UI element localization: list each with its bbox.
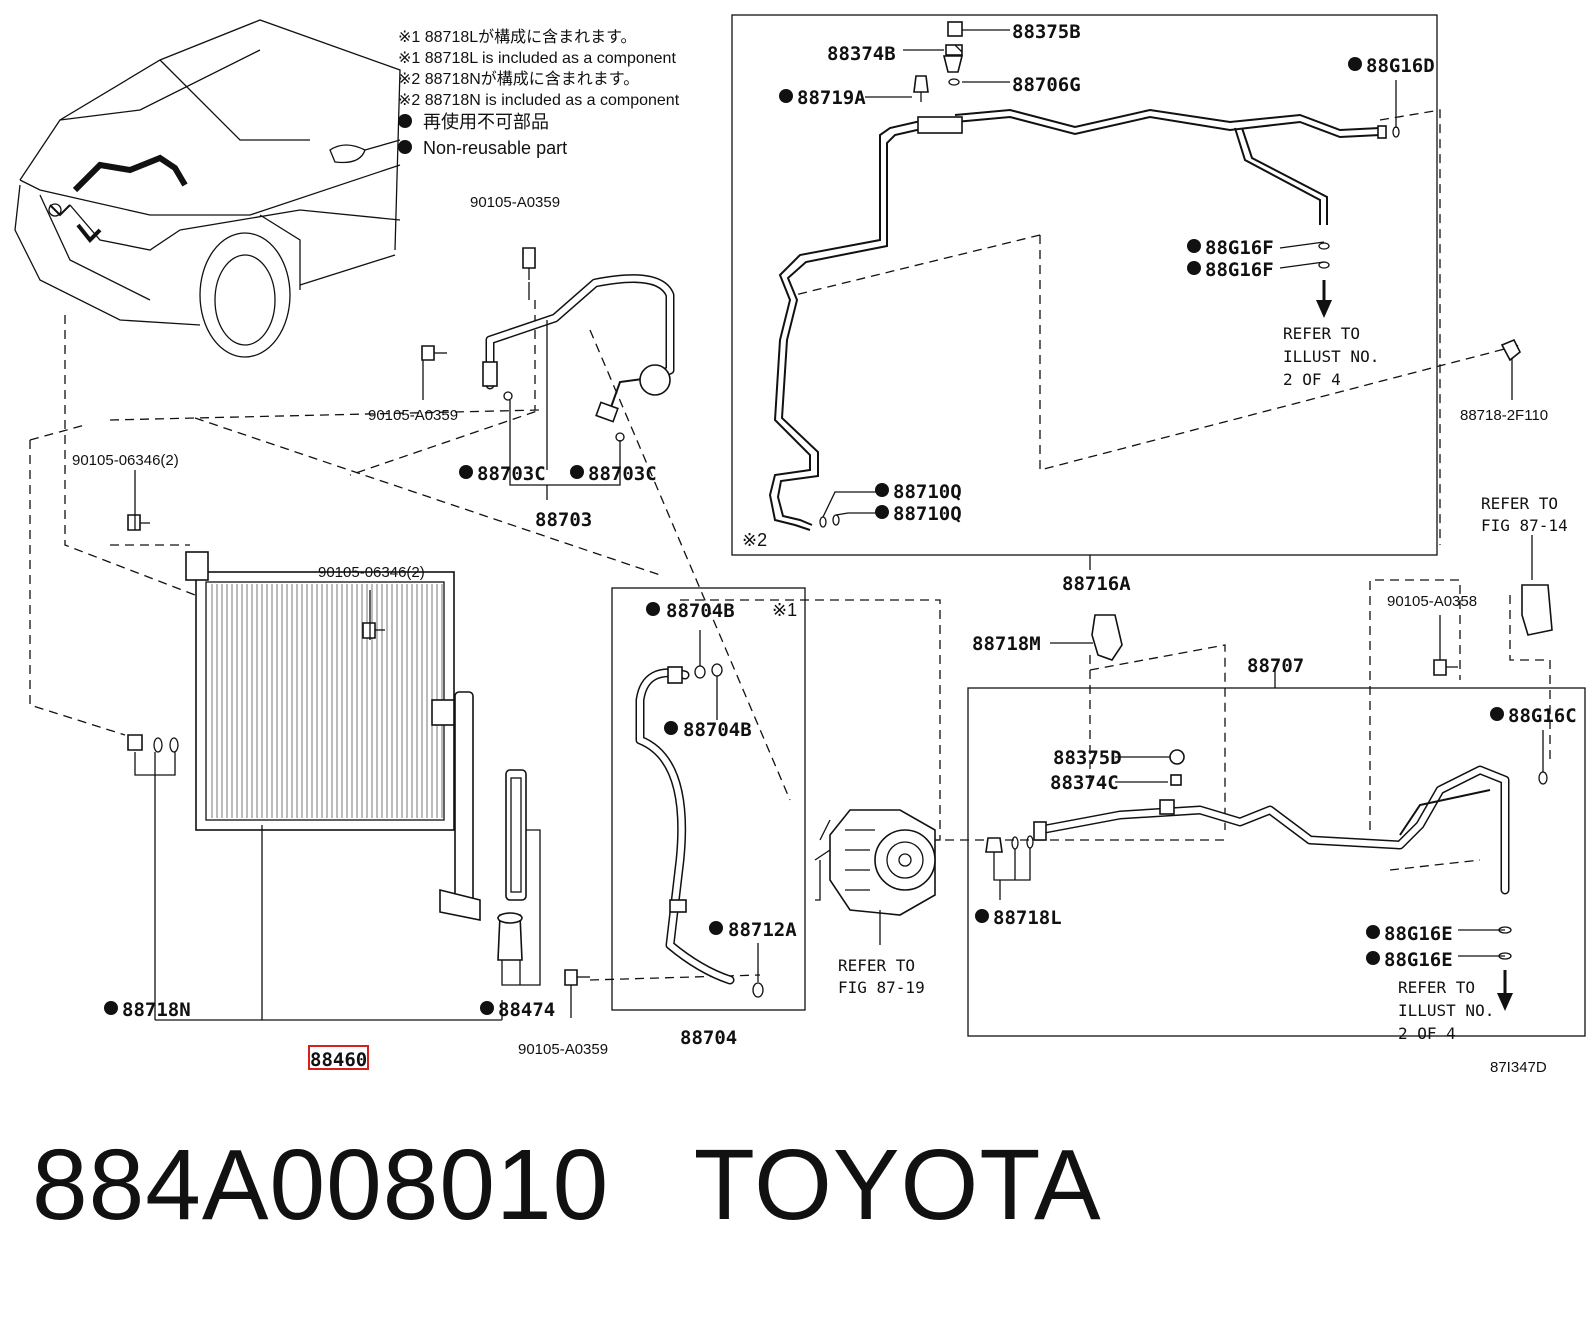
label-90105-A0358: 90105-A0358 — [1387, 593, 1477, 610]
label-88718M: 88718M — [972, 633, 1041, 655]
note-nonreusable-en: Non-reusable part — [423, 138, 567, 158]
brand-name: TOYOTA — [693, 1129, 1102, 1241]
connector-fig-87-14 — [1521, 584, 1553, 636]
label-88719A: 88719A — [797, 87, 866, 109]
part-number: 884A008010 — [32, 1129, 610, 1241]
label-88704B-a: 88704B — [666, 600, 735, 622]
ref-fig-87-19-2: FIG 87-19 — [838, 978, 925, 997]
clamp-88718M — [1091, 614, 1123, 661]
condenser-leaders — [134, 282, 621, 1021]
ref-illust-top-2: ILLUST NO. — [1283, 347, 1379, 366]
ref-illust-top-3: 2 OF 4 — [1283, 370, 1341, 389]
bolt-90105-A0358 — [1433, 659, 1447, 676]
label-diagram-code: 87I347D — [1490, 1059, 1547, 1076]
label-88375D: 88375D — [1053, 747, 1122, 769]
condenser-88460 — [127, 514, 590, 986]
label-mark1: ※1 — [772, 600, 797, 620]
legend-notes: ※1 88718Lが構成に含まれます。 ※1 88718L is include… — [398, 28, 680, 158]
label-88374C: 88374C — [1050, 772, 1119, 794]
label-mark2: ※2 — [742, 530, 767, 550]
label-88G16F-a: 88G16F — [1205, 237, 1274, 259]
hose-88704 — [635, 630, 764, 998]
label-88716A: 88716A — [1062, 573, 1131, 595]
label-88460: 88460 — [310, 1049, 367, 1071]
ref-fig-87-19-1: REFER TO — [838, 956, 915, 975]
refer-notes: REFER TO ILLUST NO. 2 OF 4 REFER TO FIG … — [838, 324, 1568, 1043]
note-1-jp: ※1 88718Lが構成に含まれます。 — [398, 28, 637, 46]
label-88710Q-a: 88710Q — [893, 481, 962, 503]
label-88G16F-b: 88G16F — [1205, 259, 1274, 281]
box-88716A — [731, 14, 1438, 556]
label-88712A: 88712A — [728, 919, 797, 941]
tube-88707 — [985, 730, 1548, 1011]
ref-illust-bottom-1: REFER TO — [1398, 978, 1475, 997]
label-88703: 88703 — [535, 509, 592, 531]
dashed-leaders — [29, 109, 1551, 981]
label-88G16C: 88G16C — [1508, 705, 1577, 727]
hose-88703 — [421, 247, 675, 442]
label-88707: 88707 — [1247, 655, 1304, 677]
part-number-title: 884A008010 TOYOTA — [32, 1128, 1102, 1243]
highlight-88460 — [308, 1045, 369, 1070]
note-1-en: ※1 88718L is included as a component — [398, 50, 676, 67]
ref-illust-top-1: REFER TO — [1283, 324, 1360, 343]
part-labels: 90105-A0359 90105-A0359 88703C 88703C 88… — [72, 21, 1577, 1076]
ref-fig-87-14-2: FIG 87-14 — [1481, 516, 1568, 535]
box-88704 — [611, 587, 806, 1011]
label-88374B: 88374B — [827, 43, 896, 65]
label-88718-2F110: 88718-2F110 — [1460, 407, 1548, 424]
note-nonreusable-jp: 再使用不可部品 — [423, 112, 549, 132]
label-88718L: 88718L — [993, 907, 1062, 929]
label-88G16D: 88G16D — [1366, 55, 1435, 77]
label-88718N: 88718N — [122, 999, 191, 1021]
label-88375B: 88375B — [1012, 21, 1081, 43]
nonreusable-dot-icon — [398, 114, 412, 128]
label-88704: 88704 — [680, 1027, 737, 1049]
clip-88718-2F110 — [1500, 338, 1522, 362]
label-90105-A0359-bottom: 90105-A0359 — [518, 1041, 608, 1058]
label-90105-06346-a: 90105-06346(2) — [72, 452, 179, 469]
label-90105-06346-b: 90105-06346(2) — [318, 564, 425, 581]
label-90105-A0359-left: 90105-A0359 — [368, 407, 458, 424]
tube-88716A — [768, 21, 1400, 531]
note-2-en: ※2 88718N is included as a component — [398, 92, 680, 109]
nonreusable-dot-icon — [398, 140, 412, 154]
label-88703C-b: 88703C — [588, 463, 657, 485]
label-88704B-b: 88704B — [683, 719, 752, 741]
box-88707 — [967, 687, 1586, 1037]
label-90105-A0359-top: 90105-A0359 — [470, 194, 560, 211]
label-88G16E-b: 88G16E — [1384, 949, 1453, 971]
ref-illust-bottom-2: ILLUST NO. — [1398, 1001, 1494, 1020]
ref-illust-bottom-3: 2 OF 4 — [1398, 1024, 1456, 1043]
parts-diagram: ※1 88718Lが構成に含まれます。 ※1 88718L is include… — [14, 14, 1586, 1076]
leader-90105-A0358 — [1439, 615, 1458, 668]
label-88706G: 88706G — [1012, 74, 1081, 96]
label-88G16E-a: 88G16E — [1384, 923, 1453, 945]
label-88474: 88474 — [498, 999, 555, 1021]
note-2-jp: ※2 88718Nが構成に含まれます。 — [398, 70, 639, 88]
compressor — [814, 809, 936, 945]
ref-fig-87-14-1: REFER TO — [1481, 494, 1558, 513]
vehicle-illustration — [14, 19, 401, 358]
label-88710Q-b: 88710Q — [893, 503, 962, 525]
label-88703C-a: 88703C — [477, 463, 546, 485]
